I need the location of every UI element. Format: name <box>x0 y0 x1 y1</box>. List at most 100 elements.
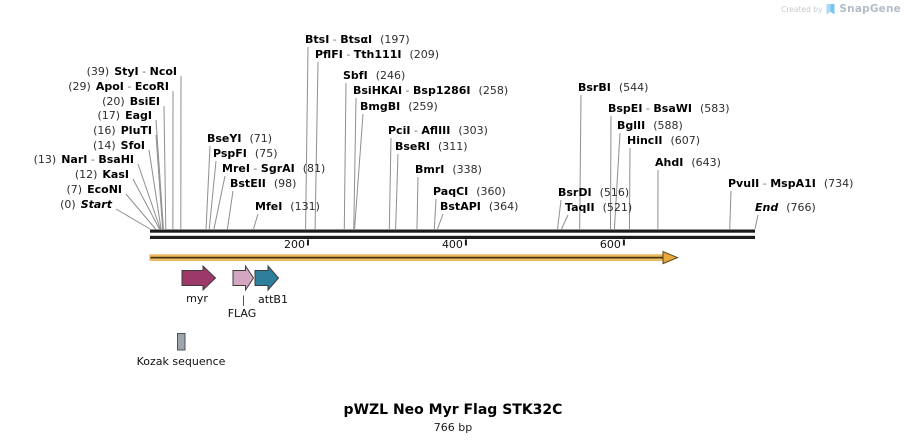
enzyme-name: EcoRI <box>134 80 169 93</box>
enzyme-name: BspEI <box>608 102 643 115</box>
enzyme-pair-dash: - <box>402 84 414 97</box>
site-position: (98) <box>273 177 297 190</box>
enzyme-pair-dash: - <box>342 48 354 61</box>
restriction-site-label[interactable]: BstAPI(364) <box>440 201 518 213</box>
site-position: (766) <box>786 201 816 214</box>
site-connector-line <box>125 193 156 230</box>
enzyme-name: NarI <box>61 153 88 166</box>
feature-arrow-attb1[interactable] <box>254 264 280 292</box>
restriction-site-label[interactable]: (20)BsiEI <box>102 96 160 108</box>
enzyme-name: MfeI <box>255 200 283 213</box>
enzyme-name: BsrDI <box>558 186 592 199</box>
ruler-tick-mark <box>306 239 309 246</box>
enzyme-name: Bsp1286I <box>413 84 471 97</box>
site-connector-line <box>115 208 151 230</box>
restriction-site-label[interactable]: PvuII - MspA1I(734) <box>728 178 853 190</box>
sequence-bar-top <box>150 229 755 233</box>
site-connector-line <box>132 178 160 230</box>
restriction-site-label[interactable]: (16)PluTI <box>93 125 152 137</box>
enzyme-name: SgrAI <box>260 162 295 175</box>
created-by-text: Created by <box>781 4 823 14</box>
restriction-site-label[interactable]: BglII(588) <box>617 120 683 132</box>
restriction-site-label[interactable]: BmrI(338) <box>415 164 482 176</box>
site-position: (197) <box>380 33 410 46</box>
feature-label-myr[interactable]: myr <box>186 292 208 305</box>
restriction-site-label[interactable]: (0)Start <box>60 199 112 211</box>
site-connector-line <box>437 213 444 230</box>
restriction-site-label[interactable]: AhdI(643) <box>655 157 721 169</box>
feature-label-attb1[interactable]: attB1 <box>258 293 288 306</box>
restriction-site-label[interactable]: BsrDI(516) <box>558 187 629 199</box>
enzyme-pair-dash: - <box>87 153 99 166</box>
restriction-site-label[interactable]: PaqCI(360) <box>433 186 506 198</box>
restriction-site-label[interactable]: PspFI(75) <box>213 148 278 160</box>
site-position: (17) <box>97 109 121 122</box>
enzyme-name: TaqII <box>565 201 595 214</box>
restriction-site-label[interactable]: (12)KasI <box>75 169 129 181</box>
site-connector-line <box>754 214 759 230</box>
restriction-site-label[interactable]: (13)NarI - BsaHI <box>34 154 134 166</box>
restriction-site-label[interactable]: BsiHKAI - Bsp1286I(258) <box>353 85 508 97</box>
enzyme-pair-dash: - <box>249 162 261 175</box>
restriction-site-label[interactable]: (39)StyI - NcoI <box>87 66 177 78</box>
restriction-site-label[interactable]: (14)SfoI <box>93 140 145 152</box>
restriction-site-label[interactable]: MreI - SgrAI(81) <box>222 163 325 175</box>
site-connector-line <box>395 153 399 230</box>
sequence-bar-bottom <box>150 235 755 239</box>
enzyme-name: BtsαI <box>340 33 373 46</box>
feature-arrow-flag[interactable] <box>232 264 255 292</box>
site-connector-line <box>388 137 392 230</box>
site-connector-line <box>354 113 364 230</box>
enzyme-name: SbfI <box>343 69 368 82</box>
site-connector-line <box>628 147 631 230</box>
site-position: (75) <box>254 147 278 160</box>
site-position: (583) <box>699 102 730 115</box>
restriction-site-label[interactable]: (29)ApoI - EcoRI <box>68 81 169 93</box>
restriction-site-label[interactable]: BstEII(98) <box>230 178 296 190</box>
restriction-site-label[interactable]: MfeI(131) <box>255 201 320 213</box>
ruler-tick-marks <box>306 239 625 246</box>
restriction-site-label[interactable]: PciI - AflIII(303) <box>388 125 488 137</box>
restriction-site-label[interactable]: BsrBI(544) <box>578 82 648 94</box>
branding: Created by SnapGene <box>781 3 901 15</box>
flag-highlight <box>826 3 831 14</box>
site-connector-line <box>353 97 357 230</box>
site-position: (734) <box>823 177 854 190</box>
site-connector-line <box>729 190 732 230</box>
feature-label-kozak[interactable]: Kozak sequence <box>136 355 226 368</box>
restriction-site-label[interactable]: PflFI - Tth111I(209) <box>315 49 439 61</box>
enzyme-name: HincII <box>627 134 663 147</box>
restriction-site-label[interactable]: BmgBI (259) <box>360 101 438 113</box>
restriction-site-label[interactable]: BtsI - BtsαI(197) <box>305 34 410 46</box>
restriction-site-label[interactable]: End (766) <box>755 202 816 214</box>
ruler-tick-label: 600 <box>599 238 621 251</box>
restriction-site-label[interactable]: TaqII(521) <box>565 202 632 214</box>
enzyme-name: MspA1I <box>770 177 816 190</box>
restriction-site-label[interactable]: HincII(607) <box>627 135 700 147</box>
connector-lines <box>115 46 759 230</box>
restriction-site-label[interactable]: (7)EcoNI <box>67 184 122 196</box>
feature-label-flag[interactable]: FLAG <box>227 307 257 320</box>
restriction-site-label[interactable]: BseYI(71) <box>207 133 272 145</box>
restriction-site-label[interactable]: SbfI(246) <box>343 70 405 82</box>
enzyme-name: BtsI <box>305 33 330 46</box>
feature-arrow-myr[interactable] <box>181 264 217 292</box>
restriction-site-label[interactable]: BspEI - BsaWI(583) <box>608 103 730 115</box>
site-connector-line <box>148 149 162 230</box>
enzyme-name: BmgBI <box>360 100 401 113</box>
enzyme-name: SfoI <box>120 139 145 152</box>
enzyme-name: PluTI <box>120 124 152 137</box>
feature-box-kozak[interactable] <box>177 333 186 351</box>
enzyme-name: BseYI <box>207 132 242 145</box>
site-position: (311) <box>437 140 468 153</box>
enzyme-name: Tth111I <box>353 48 402 61</box>
site-position: (643) <box>691 156 721 169</box>
site-connector-line <box>252 213 259 230</box>
enzyme-name: BsaHI <box>98 153 134 166</box>
site-position: (259) <box>408 100 438 113</box>
restriction-site-label[interactable]: (17)EagI <box>98 110 153 122</box>
enzyme-pair-dash: - <box>123 80 135 93</box>
restriction-site-label[interactable]: BseRI(311) <box>395 141 468 153</box>
enzyme-name: End <box>755 201 779 214</box>
site-position: (39) <box>86 65 110 78</box>
